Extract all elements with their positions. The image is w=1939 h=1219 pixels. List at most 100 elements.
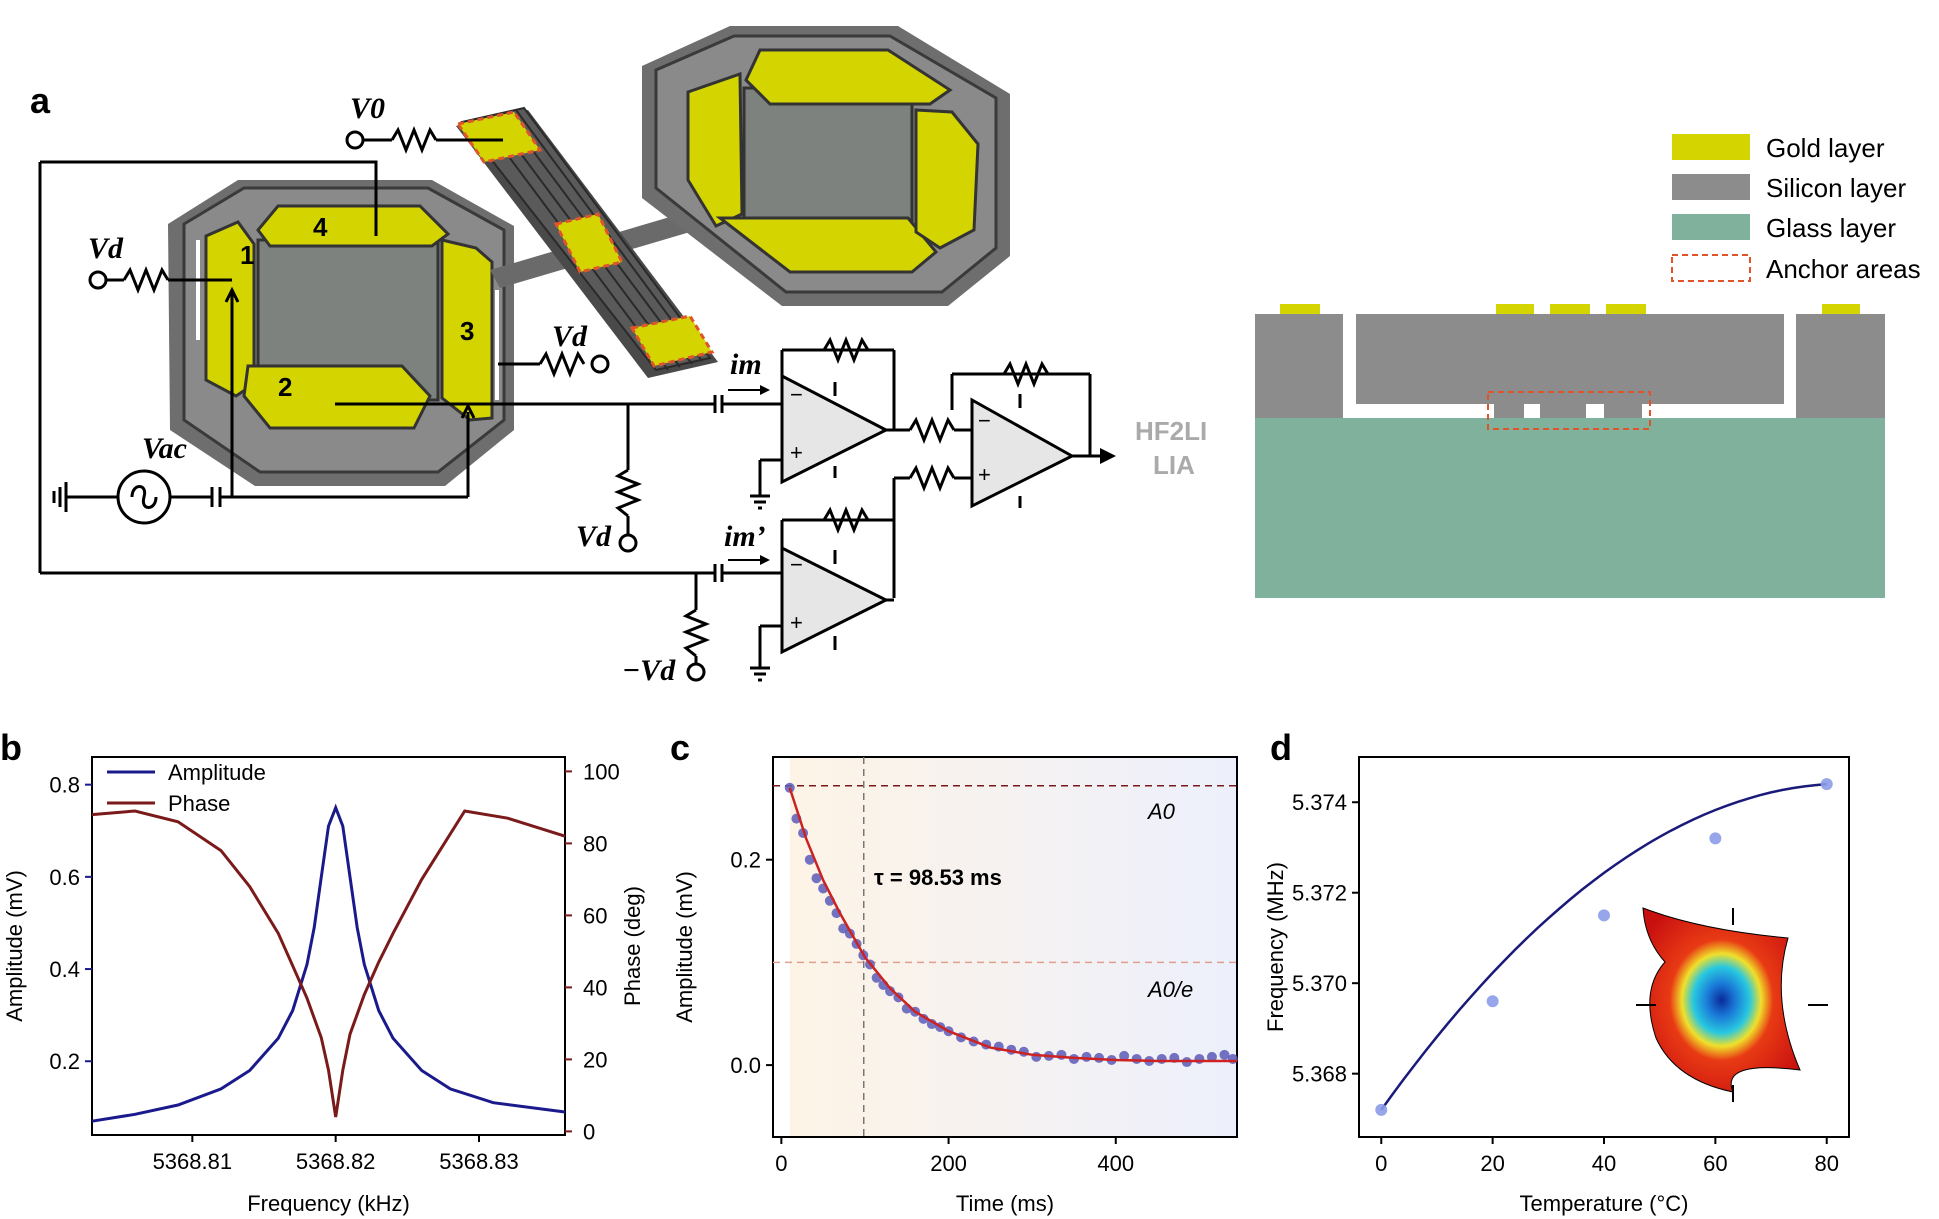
- opamp2-minus: −: [790, 552, 803, 577]
- opamp3-minus: −: [978, 408, 991, 433]
- chart-c-point: [811, 873, 822, 884]
- panel-label-c: c: [670, 727, 690, 768]
- current-arrowhead-prime-icon: [760, 555, 770, 565]
- instrument-label-1: HF2LI: [1135, 416, 1207, 446]
- chart-c-xlabel: Time (ms): [956, 1191, 1054, 1216]
- vd-label-left: Vd: [88, 232, 124, 265]
- layer-legend: Gold layer Silicon layer Glass layer Anc…: [1671, 133, 1921, 284]
- chart-c-point: [1219, 1049, 1230, 1060]
- legend-swatch-anchor: [1671, 254, 1751, 282]
- chart-b-y2tick-label: 20: [583, 1047, 607, 1072]
- anchor-bridge: [455, 106, 718, 378]
- legend-label-anchor: Anchor areas: [1766, 254, 1921, 284]
- chart-d-ytick-label: 5.372: [1292, 881, 1347, 906]
- im-label: im: [730, 348, 762, 381]
- chart-c-ylabel: Amplitude (mV): [672, 871, 697, 1023]
- chart-c-point: [1227, 1053, 1238, 1064]
- vd-label-bias: Vd: [576, 520, 612, 553]
- circuit-wiring: [38, 125, 1100, 682]
- chart-d-point: [1709, 832, 1722, 845]
- mode-shape-inset: [1636, 907, 1828, 1102]
- chart-b-y2tick-label: 80: [583, 831, 607, 856]
- im-prime-label: im’: [724, 520, 766, 553]
- chart-d-point: [1598, 909, 1610, 922]
- chart-c-fit-line: [788, 787, 1237, 1063]
- chart-b-ytick-label: 0.8: [49, 773, 80, 798]
- chart-d-ytick-label: 5.368: [1292, 1062, 1347, 1087]
- chart-b-frame: [91, 756, 566, 1136]
- electrode-4: [256, 204, 451, 248]
- chart-b-y2tick-label: 0: [583, 1119, 595, 1144]
- chart-d-point: [1375, 1103, 1388, 1116]
- chart-c-point: [1119, 1050, 1130, 1061]
- electrode-label-2: 2: [278, 372, 292, 402]
- chart-b-legend-label: Amplitude: [168, 760, 266, 785]
- legend-swatch-gold: [1672, 134, 1750, 160]
- chart-b-y2tick-label: 40: [583, 975, 607, 1000]
- chart-b-y2tick-label: 100: [583, 759, 620, 784]
- legend-swatch-glass: [1672, 214, 1750, 240]
- v0-label: V0: [350, 92, 385, 125]
- electrode-label-4: 4: [313, 212, 328, 242]
- chart-d-xtick-label: 60: [1703, 1151, 1727, 1176]
- vac-label: Vac: [142, 432, 187, 465]
- chart-b-y2tick-label: 60: [583, 903, 607, 928]
- chart-c-xtick-label: 0: [775, 1151, 787, 1176]
- chart-c-a0-annotation: A0: [1146, 799, 1176, 824]
- cross-section: [1255, 304, 1885, 598]
- chart-d-xtick-label: 40: [1592, 1151, 1616, 1176]
- legend-label-glass: Glass layer: [1766, 213, 1896, 243]
- chart-c-xtick-label: 200: [930, 1151, 967, 1176]
- chart-c-ytick-label: 0.0: [730, 1053, 761, 1078]
- current-arrowhead-icon: [760, 385, 770, 395]
- legend-label-gold: Gold layer: [1766, 133, 1885, 163]
- opamp2-plus: +: [790, 610, 803, 635]
- chart-c-point: [1031, 1051, 1042, 1062]
- chart-c-point: [1156, 1053, 1167, 1064]
- chart-b-xtick-label: 5368.83: [439, 1149, 519, 1174]
- chart-d-ylabel: Frequency (MHz): [1263, 862, 1288, 1032]
- chart-c-tau-annotation: τ = 98.53 ms: [874, 865, 1002, 890]
- chart-d-xtick-label: 80: [1814, 1151, 1838, 1176]
- chart-b-xtick-label: 5368.81: [153, 1149, 233, 1174]
- chart-c-point: [1081, 1051, 1092, 1062]
- chart-b-series-amplitude: [91, 803, 566, 1123]
- chart-b-ytick-label: 0.2: [49, 1049, 80, 1074]
- chart-c-ytick-label: 0.2: [730, 848, 761, 873]
- vd-label-right: Vd: [552, 320, 588, 353]
- anchor-pad-bottom: [629, 314, 715, 368]
- chart-c-point: [885, 986, 896, 997]
- chart-b-y2label: Phase (deg): [620, 886, 645, 1006]
- electrode-2: [242, 364, 432, 430]
- resonator-schematic: 4 1 2 3: [168, 26, 1010, 486]
- chart-b-ylabel: Amplitude (mV): [2, 870, 27, 1022]
- chart-b-legend-label: Phase: [168, 791, 230, 816]
- chart-d-xlabel: Temperature (°C): [1520, 1191, 1689, 1216]
- opamp1-minus: −: [790, 382, 803, 407]
- electrode-label-1: 1: [240, 240, 254, 270]
- chart-b-series-phase: [91, 809, 566, 1118]
- chart-d-line: [1380, 782, 1827, 1111]
- chart-c-point: [1131, 1053, 1142, 1064]
- chart-c-xtick-label: 400: [1097, 1151, 1134, 1176]
- chart-c-frame: [772, 756, 1238, 1138]
- instrument-label-2: LIA: [1153, 450, 1195, 480]
- chart-b-xlabel: Frequency (kHz): [247, 1191, 410, 1216]
- chart-b-ytick-label: 0.6: [49, 865, 80, 890]
- opamp3-plus: +: [978, 462, 991, 487]
- electrode-3: [440, 238, 494, 422]
- chart-c-point: [1206, 1051, 1217, 1062]
- left-resonator: [168, 180, 514, 486]
- legend-swatch-silicon: [1672, 174, 1750, 200]
- opamp1-plus: +: [790, 440, 803, 465]
- anchor-area-outline: [1487, 391, 1651, 430]
- chart-b-ytick-label: 0.4: [49, 957, 80, 982]
- panel-label-b: b: [0, 727, 22, 768]
- output-arrow-icon: [1100, 448, 1116, 464]
- panel-label-d: d: [1270, 727, 1292, 768]
- chart-d-xtick-label: 20: [1480, 1151, 1504, 1176]
